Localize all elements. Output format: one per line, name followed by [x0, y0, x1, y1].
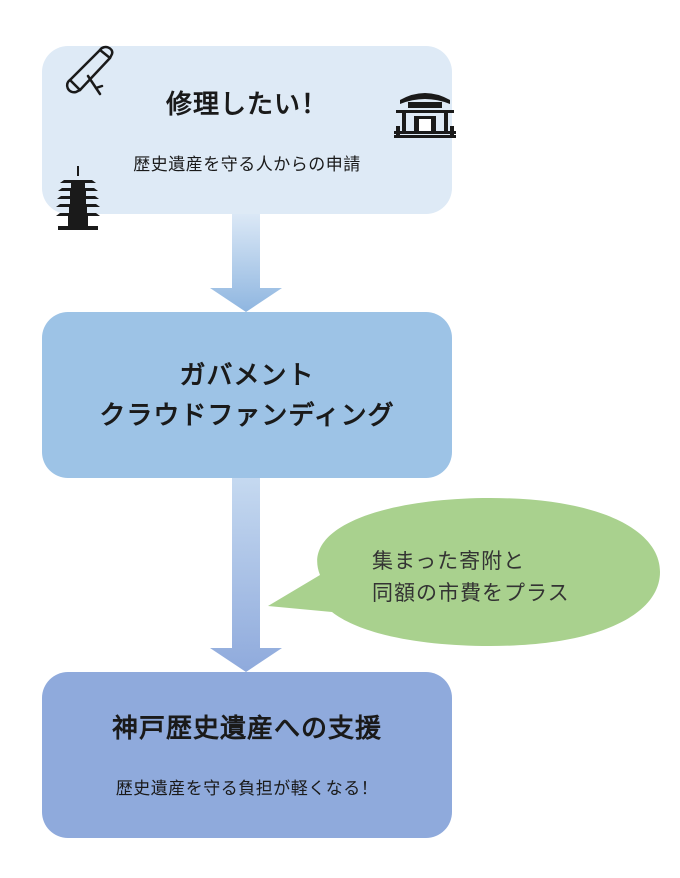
step-support-box: 神戸歴史遺産への支援 歴史遺産を守る負担が軽くなる！ — [42, 672, 452, 838]
step-crowdfunding-box: ガバメント クラウドファンディング — [42, 312, 452, 478]
pagoda-icon — [56, 166, 100, 230]
step-support-subtitle: 歴史遺産を守る負担が軽くなる！ — [115, 779, 379, 799]
step-crowdfunding-title-line1: ガバメント — [179, 361, 315, 391]
scroll-icon — [65, 45, 114, 96]
step-support-title: 神戸歴史遺産への支援 — [111, 714, 382, 744]
arrow-step2-to-step3 — [210, 478, 282, 672]
step-request-box: 修理したい！ 歴史遺産を守る人からの申請 — [42, 46, 452, 214]
bubble-text-line1: 集まった寄附と — [372, 549, 526, 573]
step-crowdfunding-title-line2: クラウドファンディング — [99, 401, 395, 431]
step-request-title: 修理したい！ — [165, 90, 328, 120]
bubble-text-line2: 同額の市費をプラス — [372, 581, 570, 605]
step-request-subtitle: 歴史遺産を守る人からの申請 — [133, 155, 361, 175]
temple-icon — [394, 93, 456, 138]
